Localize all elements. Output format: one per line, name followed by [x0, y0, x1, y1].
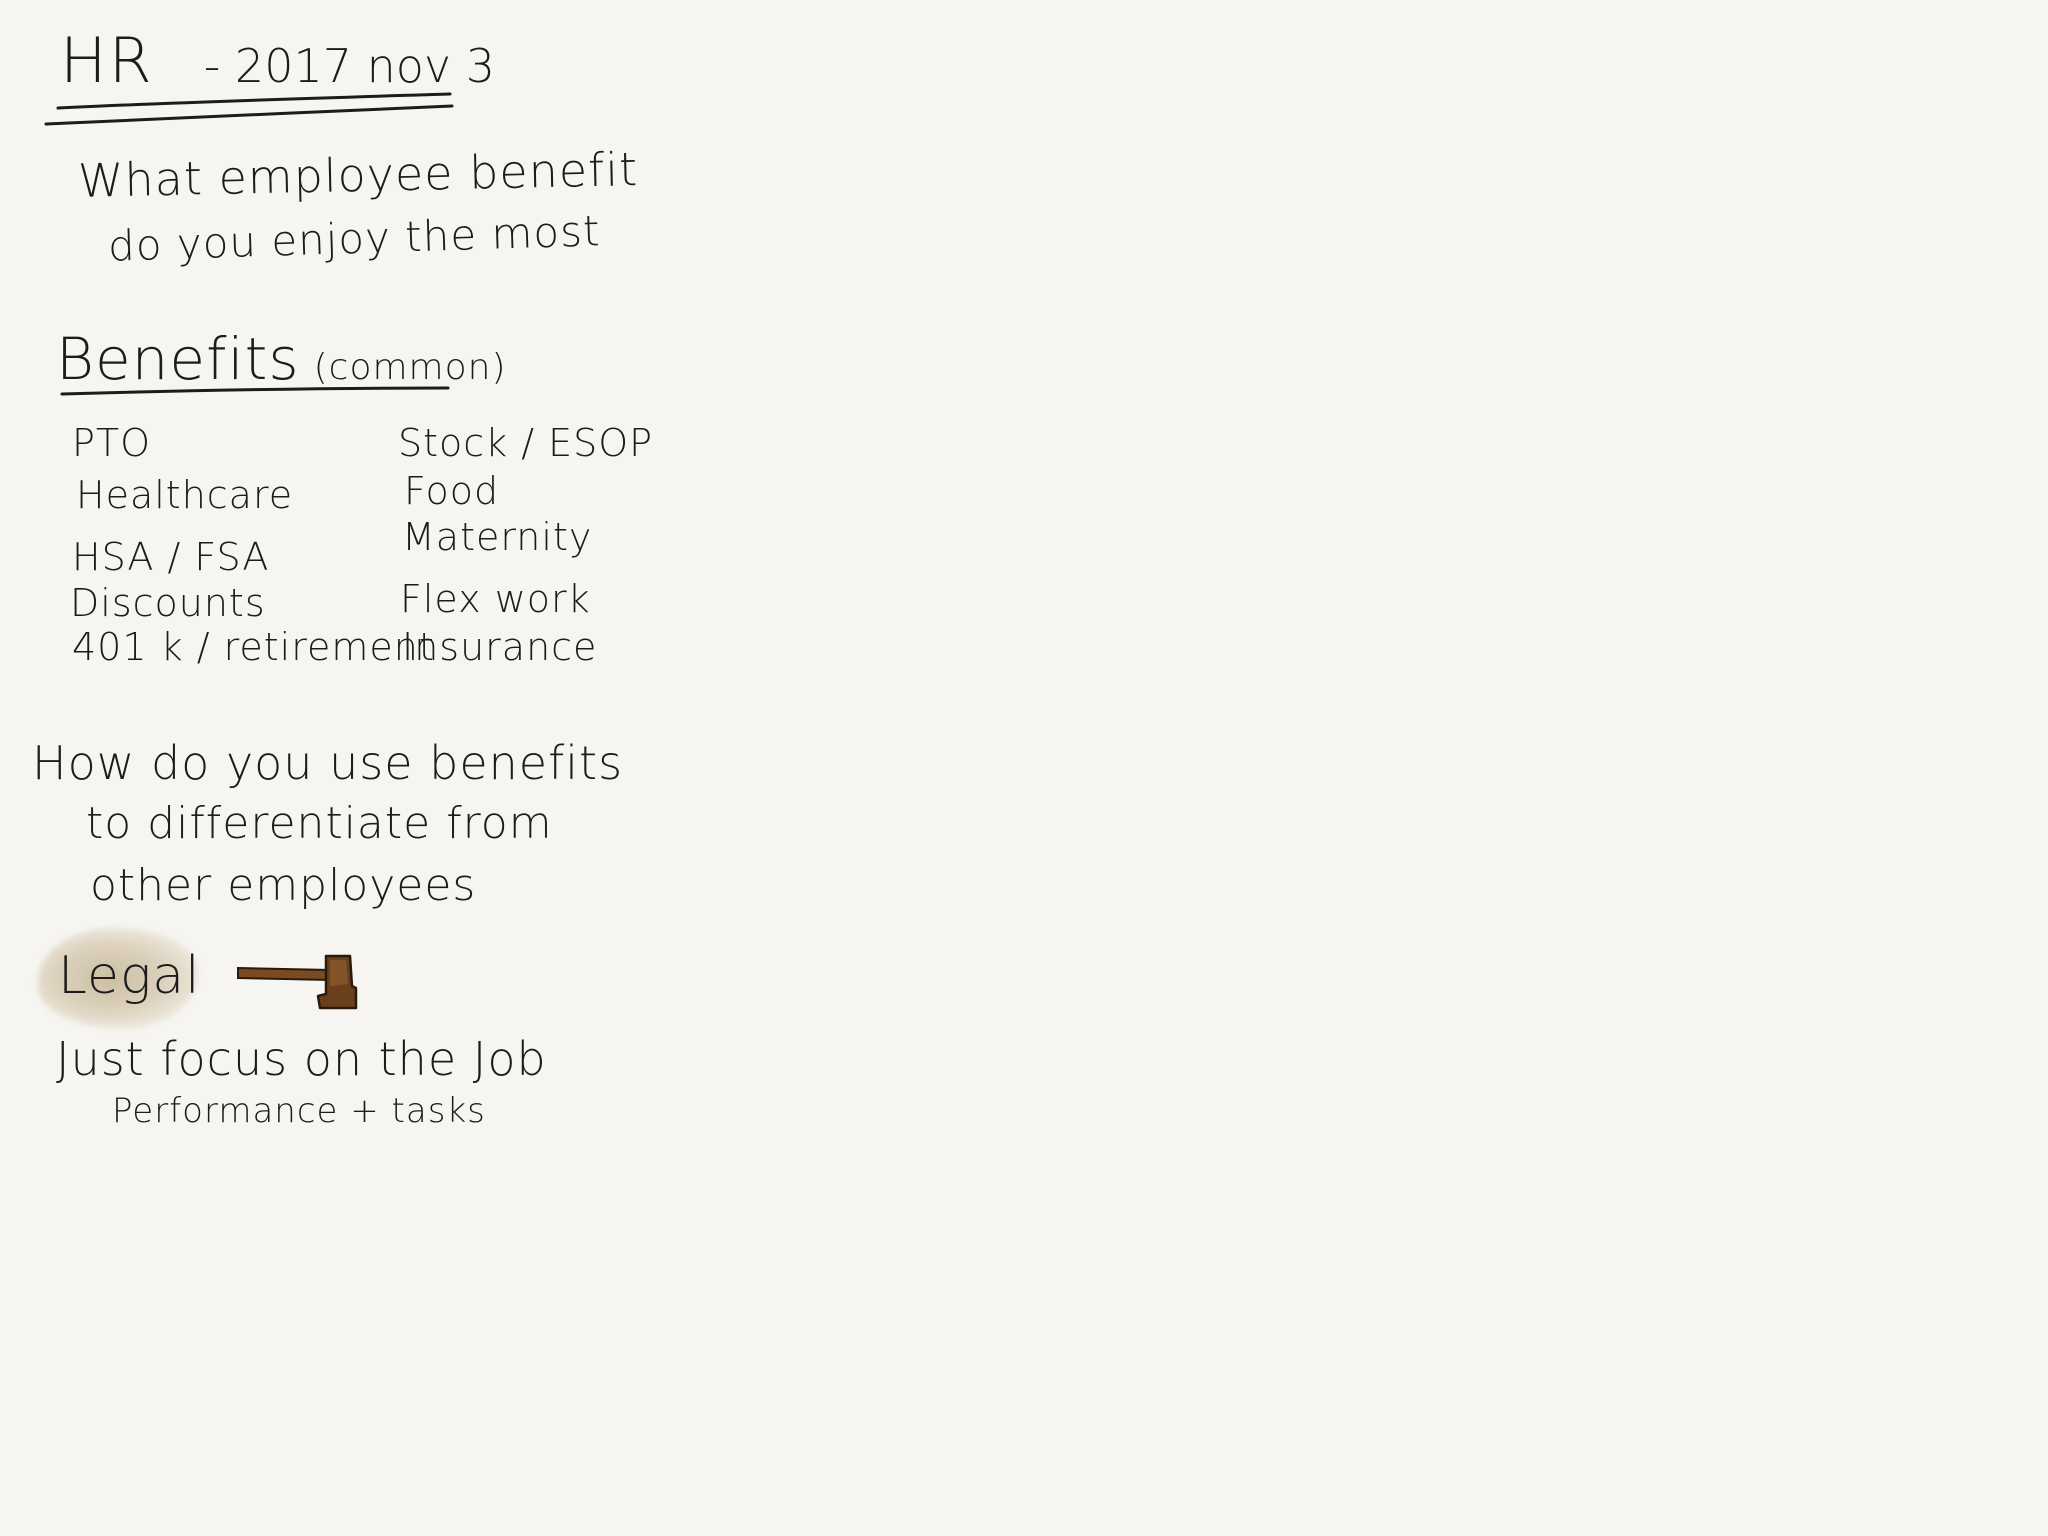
benefit-item-left: PTO — [72, 421, 152, 465]
benefit-item-left: 401 k / retirement — [72, 625, 435, 669]
legal-highlight — [38, 928, 198, 1028]
benefits-heading-text: Benefits — [56, 325, 300, 393]
benefit-item-right: Stock / ESOP — [398, 421, 654, 465]
benefit-item-right: Flex work — [400, 577, 591, 621]
benefits-subheading: (common) — [313, 347, 507, 388]
title-underline-top — [56, 92, 452, 110]
benefit-item-right: Food — [404, 469, 500, 513]
title-text: HR — [60, 24, 154, 97]
benefit-item-right: Insurance — [402, 625, 598, 669]
legal-label: Legal — [58, 946, 201, 1006]
question-2-line-1: How do you use benefits — [32, 736, 624, 790]
legal-answer-line-1: Just focus on the Job — [56, 1032, 547, 1086]
question-2-line-2: to differentiate from — [86, 798, 553, 849]
benefits-underline — [60, 386, 450, 396]
legal-answer-line-2: Performance + tasks — [112, 1091, 486, 1131]
benefit-item-right: Maternity — [402, 515, 593, 559]
benefit-item-left: HSA / FSA — [72, 535, 270, 579]
page-title: HR- 2017 nov 3 — [60, 30, 495, 92]
benefits-heading: Benefits(common) — [56, 330, 507, 388]
benefit-item-left: Healthcare — [76, 473, 294, 517]
benefit-item-left: Discounts — [70, 581, 266, 625]
title-date: - 2017 nov 3 — [203, 39, 496, 93]
title-underline-bottom — [44, 104, 454, 126]
question-2-line-3: other employees — [90, 860, 477, 911]
